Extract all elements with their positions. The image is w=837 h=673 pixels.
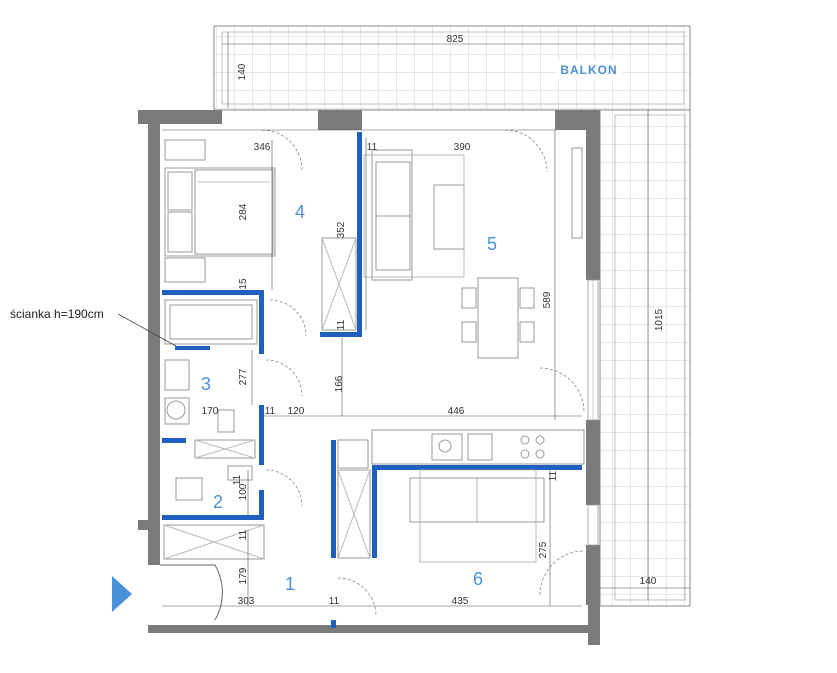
dim-wall-11-bath: 11	[265, 406, 276, 417]
room-number-3: 3	[201, 374, 211, 394]
bathtub	[164, 299, 258, 345]
dim-wall-11-closet: 11	[336, 319, 347, 330]
kitchen-tall-cabinet	[337, 469, 371, 559]
rug	[363, 154, 465, 278]
dim-balcony-width: 825	[447, 34, 464, 45]
dim-living-width: 390	[454, 142, 471, 153]
bathroom-sink	[164, 359, 190, 391]
dim-entry-303: 303	[238, 596, 255, 607]
bed	[164, 167, 276, 257]
washing-machine-box	[164, 397, 190, 425]
dim-dining-275: 275	[538, 541, 549, 558]
dim-wall-11-wc: 11	[238, 529, 249, 540]
dim-closet: 352	[336, 221, 347, 238]
fridge	[337, 439, 369, 469]
entry-wardrobe	[163, 524, 265, 560]
nightstand-lower	[164, 257, 206, 283]
tv-unit	[571, 147, 583, 239]
dim-balcony-bottom: 140	[640, 576, 657, 587]
note-leader-line	[117, 313, 177, 347]
closet	[321, 237, 357, 331]
sofa	[371, 149, 413, 281]
doors	[160, 129, 585, 621]
dim-corridor-166: 166	[334, 375, 345, 392]
dim-wall-11-top: 11	[367, 142, 378, 153]
wc-toilet	[175, 477, 203, 501]
kitchen-sofa	[409, 469, 545, 563]
interior-partitions	[162, 132, 582, 628]
right-windows	[587, 279, 599, 546]
balcony-area	[213, 25, 691, 607]
room-number-6: 6	[473, 569, 483, 589]
dim-living-depth: 589	[542, 291, 553, 308]
dim-balcony-depth: 140	[237, 63, 248, 80]
dim-wc-100: 100	[238, 483, 249, 500]
exterior-walls	[138, 110, 600, 645]
balcony-label: BALKON	[560, 63, 617, 77]
room-number-2: 2	[213, 492, 223, 512]
dim-bath-277: 277	[238, 368, 249, 385]
balcony-label-bg	[556, 60, 622, 80]
entrance-arrow-icon	[112, 576, 132, 612]
dim-wall-15: 15	[238, 278, 249, 290]
bathroom-toilet	[217, 409, 235, 433]
room-number-4: 4	[295, 202, 305, 222]
dim-bottom-435: 435	[452, 596, 469, 607]
washing-machine	[166, 400, 186, 420]
room-number-5: 5	[487, 234, 497, 254]
kitchen-counter	[371, 429, 585, 465]
dim-bedroom-depth: 284	[238, 203, 249, 220]
dim-entry-179: 179	[238, 567, 249, 584]
bathroom-shelf	[194, 439, 256, 459]
dim-corridor-120: 120	[288, 406, 305, 417]
coffee-table	[433, 184, 465, 250]
nightstand	[164, 139, 206, 161]
room-number-1: 1	[285, 574, 295, 594]
dim-wall-11-wc-top: 11	[232, 474, 243, 485]
dim-balcony-length: 1015	[654, 308, 665, 331]
dining-table	[461, 277, 535, 359]
dim-bedroom-width: 346	[254, 142, 271, 153]
dim-wall-11-bottom: 11	[329, 596, 340, 607]
wc-sink	[227, 465, 253, 481]
dim-wall-11-kitchen: 11	[548, 470, 559, 481]
dim-bath-170: 170	[202, 406, 219, 417]
partition-height-note: ścianka h=190cm	[10, 307, 104, 321]
dimension-lines	[162, 32, 690, 607]
dim-kitchen-446: 446	[448, 406, 465, 417]
